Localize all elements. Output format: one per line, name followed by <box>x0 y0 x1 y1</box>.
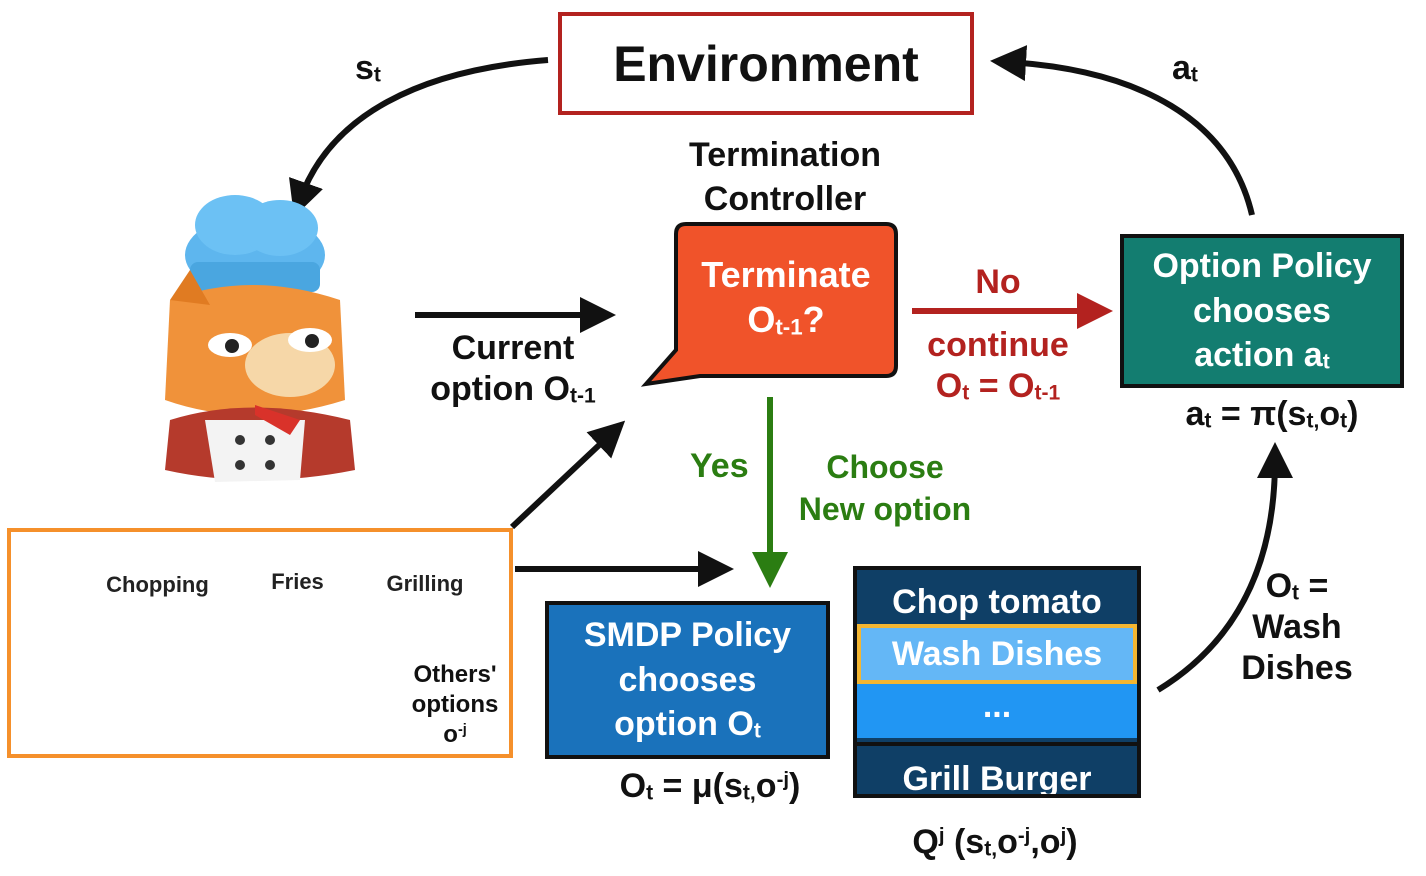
bubble-fries: Fries <box>271 569 324 594</box>
state-label: st <box>355 49 381 87</box>
q-formula: Qj (st,o-j,oj) <box>912 823 1078 861</box>
environment-label: Environment <box>613 35 919 92</box>
smdp-formula: Ot = μ(st,o-j) <box>619 767 801 805</box>
q-list-item: ... <box>857 684 1137 738</box>
others-options-box <box>7 528 513 758</box>
yes-label: Yes <box>690 447 749 485</box>
q-list-item: Grill Burger <box>857 742 1137 794</box>
environment-box: Environment <box>558 12 974 115</box>
no-branch-label: No continue Ot = Ot-1 <box>927 263 1069 405</box>
q-value-option-list: Chop tomato Wash Dishes ... Grill Burger <box>853 566 1141 798</box>
q-list-item-selected: Wash Dishes <box>857 624 1137 684</box>
terminate-box-shape <box>640 222 898 387</box>
others-options-label: Others' options o-j <box>411 661 499 748</box>
bubble-chopping: Chopping <box>106 572 209 597</box>
bubble-grilling: Grilling <box>386 571 464 596</box>
choose-new-option-label: Choose New option <box>798 449 972 528</box>
chef-cat-illustration <box>165 195 355 482</box>
current-option-label: Current option Ot-1 <box>430 329 596 408</box>
smdp-policy-box: SMDP Policy chooses option Ot <box>545 601 830 759</box>
terminate-question: Terminate Ot-1? <box>701 254 871 340</box>
arrow-state <box>289 57 549 217</box>
option-policy-box: Option Policy chooses action at <box>1120 234 1404 388</box>
chosen-option-label: Ot = Wash Dishes <box>1241 567 1353 687</box>
arrow-q-to-policy <box>1156 442 1293 693</box>
arrow-others-to-terminate <box>509 420 626 530</box>
action-label: at <box>1172 49 1198 87</box>
q-list-item: Chop tomato <box>857 570 1137 624</box>
termination-controller-title: Termination Controller <box>688 136 882 219</box>
option-policy-formula: at = π(st,ot) <box>1185 395 1359 433</box>
arrow-action <box>990 45 1255 216</box>
